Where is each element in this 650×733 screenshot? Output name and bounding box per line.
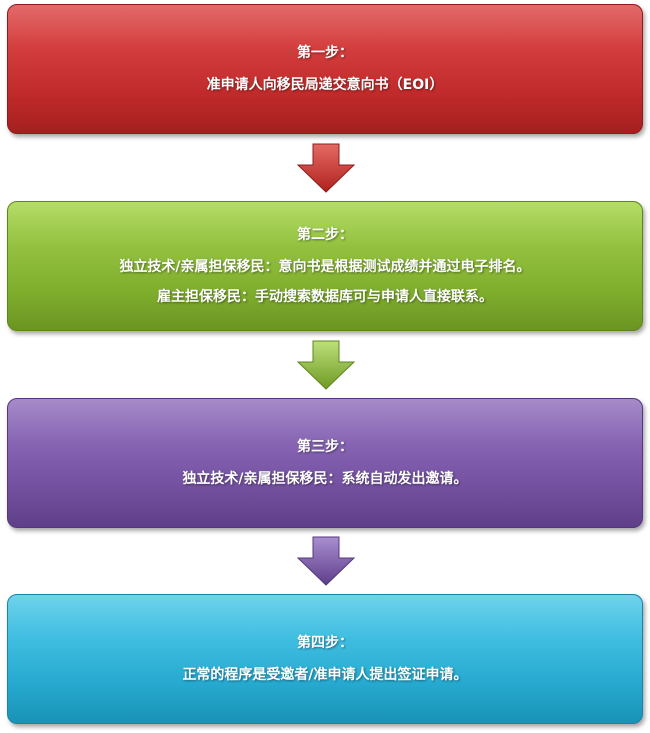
step-2-line-2: 雇主担保移民：手动搜索数据库可与申请人直接联系。 [157,289,493,305]
step-2-title: 第二步： [297,227,353,243]
step-2-line-1: 独立技术/亲属担保移民：意向书是根据测试成绩并通过电子排名。 [119,259,531,275]
step-3-title: 第三步： [297,439,353,455]
step-1-box: 第一步： 准申请人向移民局递交意向书（EOI） [7,4,643,134]
step-1-title: 第一步： [297,45,353,61]
step-4-box: 第四步： 正常的程序是受邀者/准申请人提出签证申请。 [7,594,643,724]
step-4-title: 第四步： [297,635,353,651]
down-arrow-icon [297,340,355,390]
step-3-box: 第三步： 独立技术/亲属担保移民：系统自动发出邀请。 [7,398,643,528]
step-1-line-1: 准申请人向移民局递交意向书（EOI） [206,77,444,93]
down-arrow-icon [297,536,355,586]
step-2-box: 第二步： 独立技术/亲属担保移民：意向书是根据测试成绩并通过电子排名。 雇主担保… [7,201,643,331]
step-3-line-1: 独立技术/亲属担保移民：系统自动发出邀请。 [182,471,468,487]
step-4-line-1: 正常的程序是受邀者/准申请人提出签证申请。 [182,667,468,683]
down-arrow-icon [297,143,355,193]
